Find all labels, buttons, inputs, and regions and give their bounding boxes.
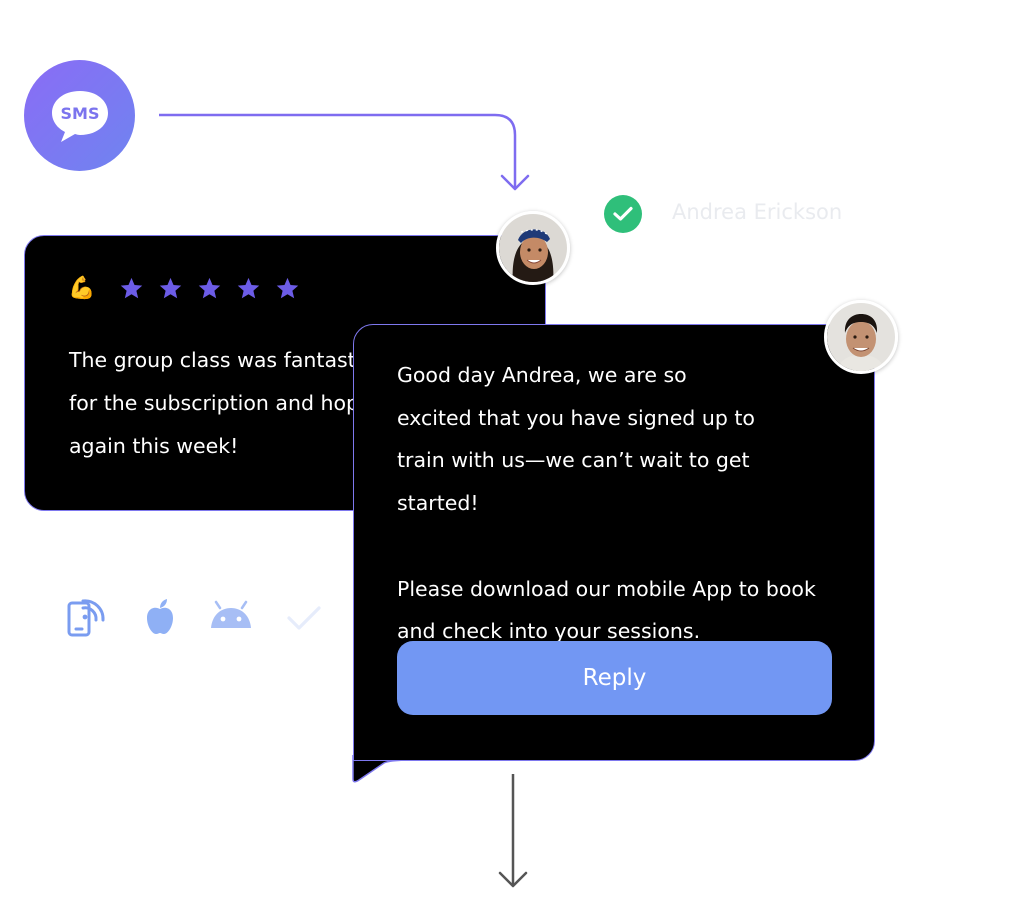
review-line: for the subscription and hop: [69, 391, 360, 415]
review-line: again this week!: [69, 434, 239, 458]
sms-badge: SMS: [24, 60, 135, 171]
paragraph-spacer: [397, 525, 837, 568]
android-icon: [211, 600, 251, 628]
star-icon: [120, 277, 143, 299]
sms-bubble-icon: SMS: [51, 90, 108, 142]
message-line: excited that you have signed up to: [397, 405, 755, 430]
apple-icon: [147, 599, 173, 634]
message-line: and check into your sessions.: [397, 619, 701, 644]
star-icon: [276, 277, 299, 299]
staff-avatar: [824, 300, 898, 374]
check-icon: [287, 606, 321, 630]
message-text: Good day Andrea, we are so excited that …: [397, 354, 837, 653]
review-line: The group class was fantasti: [69, 348, 362, 372]
star-rating: [119, 276, 300, 301]
check-circle-icon: [604, 195, 642, 233]
sms-label: SMS: [60, 104, 99, 123]
message-line: train with us—we can’t wait to get start…: [397, 448, 750, 516]
sms-message-card: Good day Andrea, we are so excited that …: [353, 324, 875, 761]
sms-to-review-connector: [159, 113, 517, 188]
review-text: The group class was fantasti for the sub…: [69, 339, 509, 468]
reply-button[interactable]: Reply: [397, 641, 832, 715]
message-line: Please download our mobile App to book: [397, 576, 816, 601]
star-icon: [198, 277, 221, 299]
verified-contact-name: Andrea Erickson: [672, 200, 843, 224]
sms-arrowhead: [500, 174, 530, 191]
message-line: Good day Andrea, we are so: [397, 363, 687, 387]
phone-wireless-icon: [67, 599, 105, 637]
star-icon: [237, 277, 260, 299]
flexed-biceps-emoji: 💪: [68, 276, 96, 301]
star-icon: [159, 277, 182, 299]
customer-avatar: [496, 211, 570, 285]
down-arrowhead: [498, 871, 528, 888]
